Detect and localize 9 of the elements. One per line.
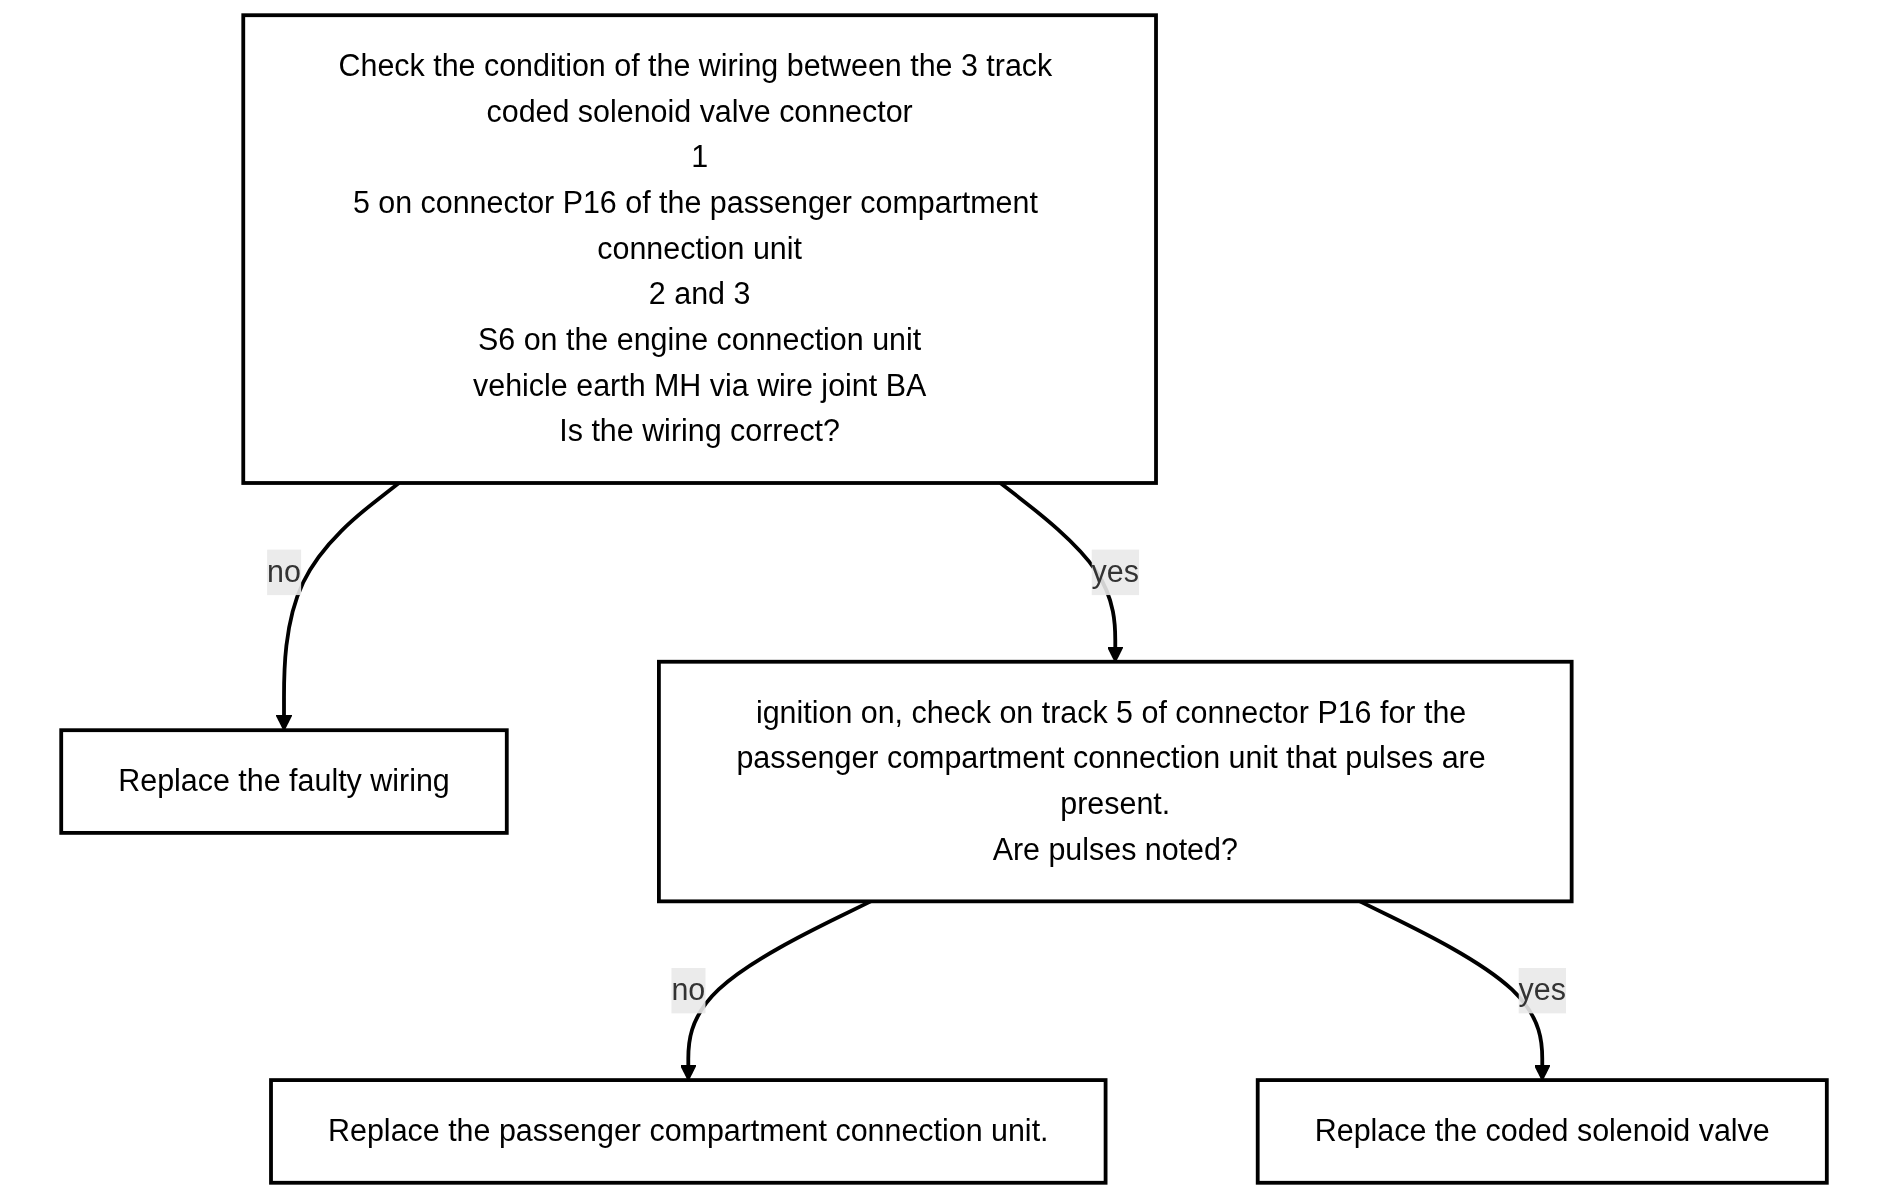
edge-label: no	[671, 973, 706, 1006]
node-box: Replace the coded solenoid valve	[1256, 1078, 1830, 1185]
node-box: Replace the passenger compartment connection unit.	[269, 1078, 1108, 1185]
node-box: Replace the faulty wiring	[59, 728, 510, 835]
edge-label: no	[267, 555, 302, 588]
node-box: ignition on, check on track 5 of connector P16 for the passenger compartment connection unit that pulses are present. Are pulses noted?	[657, 659, 1575, 904]
node-box: Check the condition of the wiring between the 3 track coded solenoid valve connector 1 5 on connector P16 of the passenger compartment connection unit 2 and 3 S6 on the engine connection unit vehicle earth MH via wire joint BA Is the wiring correct?	[241, 13, 1159, 485]
edge-label: yes	[1519, 973, 1567, 1006]
edge-label: yes	[1092, 555, 1140, 588]
